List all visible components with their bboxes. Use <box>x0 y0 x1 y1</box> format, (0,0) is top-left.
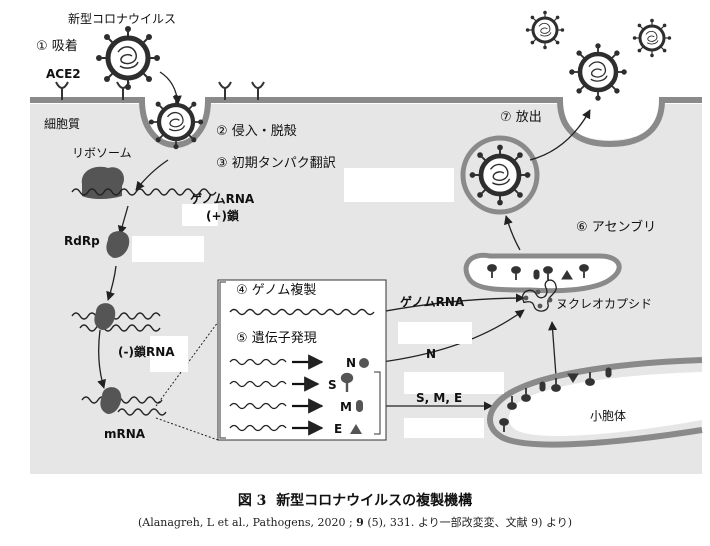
label-step2: ② 侵入・脱殻 <box>216 123 297 139</box>
n-protein-icon <box>359 358 369 368</box>
replication-strand-b <box>79 324 161 332</box>
label-genome-rna-2: ゲノムRNA <box>400 294 465 309</box>
source-text-a: (Alanagreh, L et al., Pathogens, 2020 ; <box>137 516 357 529</box>
rdrp-replication-icon <box>94 303 116 330</box>
label-step6: ⑥ アセンブリ <box>576 219 656 235</box>
box-left-bracket <box>219 281 226 439</box>
expression-row-n <box>229 354 369 370</box>
assembly-membrane-proteins <box>487 264 589 280</box>
s-protein-icon <box>340 372 354 392</box>
label-virus: 新型コロナウイルス <box>68 11 176 26</box>
transcription-strand-a <box>81 396 163 404</box>
assembly-compartment <box>463 252 622 294</box>
arrow-to-translation <box>135 159 169 191</box>
rdrp-icon <box>106 231 130 258</box>
label-sme: S, M, E <box>416 391 462 405</box>
sme-bracket <box>374 371 381 435</box>
label-step7: ⑦ 放出 <box>500 110 542 125</box>
virion-released-3 <box>569 43 627 101</box>
blank-label-boxes <box>132 168 504 438</box>
label-er: 小胞体 <box>590 409 626 423</box>
expression-row-e <box>229 420 362 436</box>
nucleocapsid-icon <box>521 279 557 312</box>
e-protein-icon <box>350 424 362 434</box>
plasma-membrane <box>30 97 702 148</box>
virion-released-2 <box>631 17 673 59</box>
rdrp-transcription-icon <box>100 387 122 414</box>
label-n-arrow: N <box>426 347 436 361</box>
endoplasmic-reticulum <box>487 357 703 448</box>
er-membrane-proteins <box>499 367 612 432</box>
arrow-er-to-assembly <box>548 321 558 377</box>
assembly-vesicle-membrane <box>460 135 540 215</box>
label-s: S <box>328 378 337 392</box>
replication-strand-a <box>71 312 161 320</box>
arrow-release <box>529 109 591 161</box>
label-plus-strand: (+)鎖 <box>206 208 240 223</box>
nucleocapsid-dots <box>523 289 553 309</box>
label-ace2: ACE2 <box>46 67 81 81</box>
label-minus-rna: (-)鎖RNA <box>118 344 175 359</box>
label-ribosome: リボソーム <box>72 146 132 160</box>
label-step4: ④ ゲノム複製 <box>236 282 316 298</box>
genome-rna-plus-strand <box>71 188 217 196</box>
m-protein-icon <box>356 400 363 412</box>
dotted-link-lower <box>155 417 219 441</box>
label-step5: ⑤ 遺伝子発現 <box>236 331 317 346</box>
arrow-to-mrna <box>97 329 106 389</box>
label-nucleocapsid: ヌクレオカプシド <box>556 297 652 311</box>
source-text-b: (5), 331. より一部改変変、文献 9) より) <box>363 516 573 529</box>
figure-caption: 図 3 新型コロナウイルスの複製機構 <box>0 490 710 510</box>
ribosome-icon <box>81 166 125 199</box>
arrow-to-assembly <box>503 215 521 251</box>
label-mrna: mRNA <box>104 427 146 441</box>
virion-attaching <box>96 26 160 90</box>
figure-number: 図 3 <box>237 493 267 509</box>
label-rdrp: RdRp <box>64 234 100 248</box>
label-n: N <box>346 356 356 370</box>
arrow-attach <box>159 71 182 105</box>
virion-released-1 <box>524 9 566 51</box>
label-m: M <box>340 400 352 414</box>
label-step1: ① 吸着 <box>36 38 78 54</box>
source-volume: 9 <box>356 516 364 529</box>
virion-vesicle <box>470 145 531 206</box>
virion-entering <box>149 95 203 149</box>
label-step3: ③ 初期タンパク翻訳 <box>216 156 336 171</box>
label-genome-rna: ゲノムRNA <box>190 191 255 206</box>
label-e: E <box>334 422 342 436</box>
figure-title: 新型コロナウイルスの複製機構 <box>276 493 473 509</box>
expression-row-m <box>229 398 363 414</box>
expression-row-s <box>229 372 354 392</box>
arrow-to-replication <box>106 265 117 301</box>
transcription-strand-b <box>117 408 167 416</box>
genome-replication-strand <box>229 308 375 316</box>
figure-source: (Alanagreh, L et al., Pathogens, 2020 ; … <box>0 514 710 530</box>
genome-gene-box <box>217 279 387 441</box>
label-cytoplasm: 細胞質 <box>44 116 80 131</box>
